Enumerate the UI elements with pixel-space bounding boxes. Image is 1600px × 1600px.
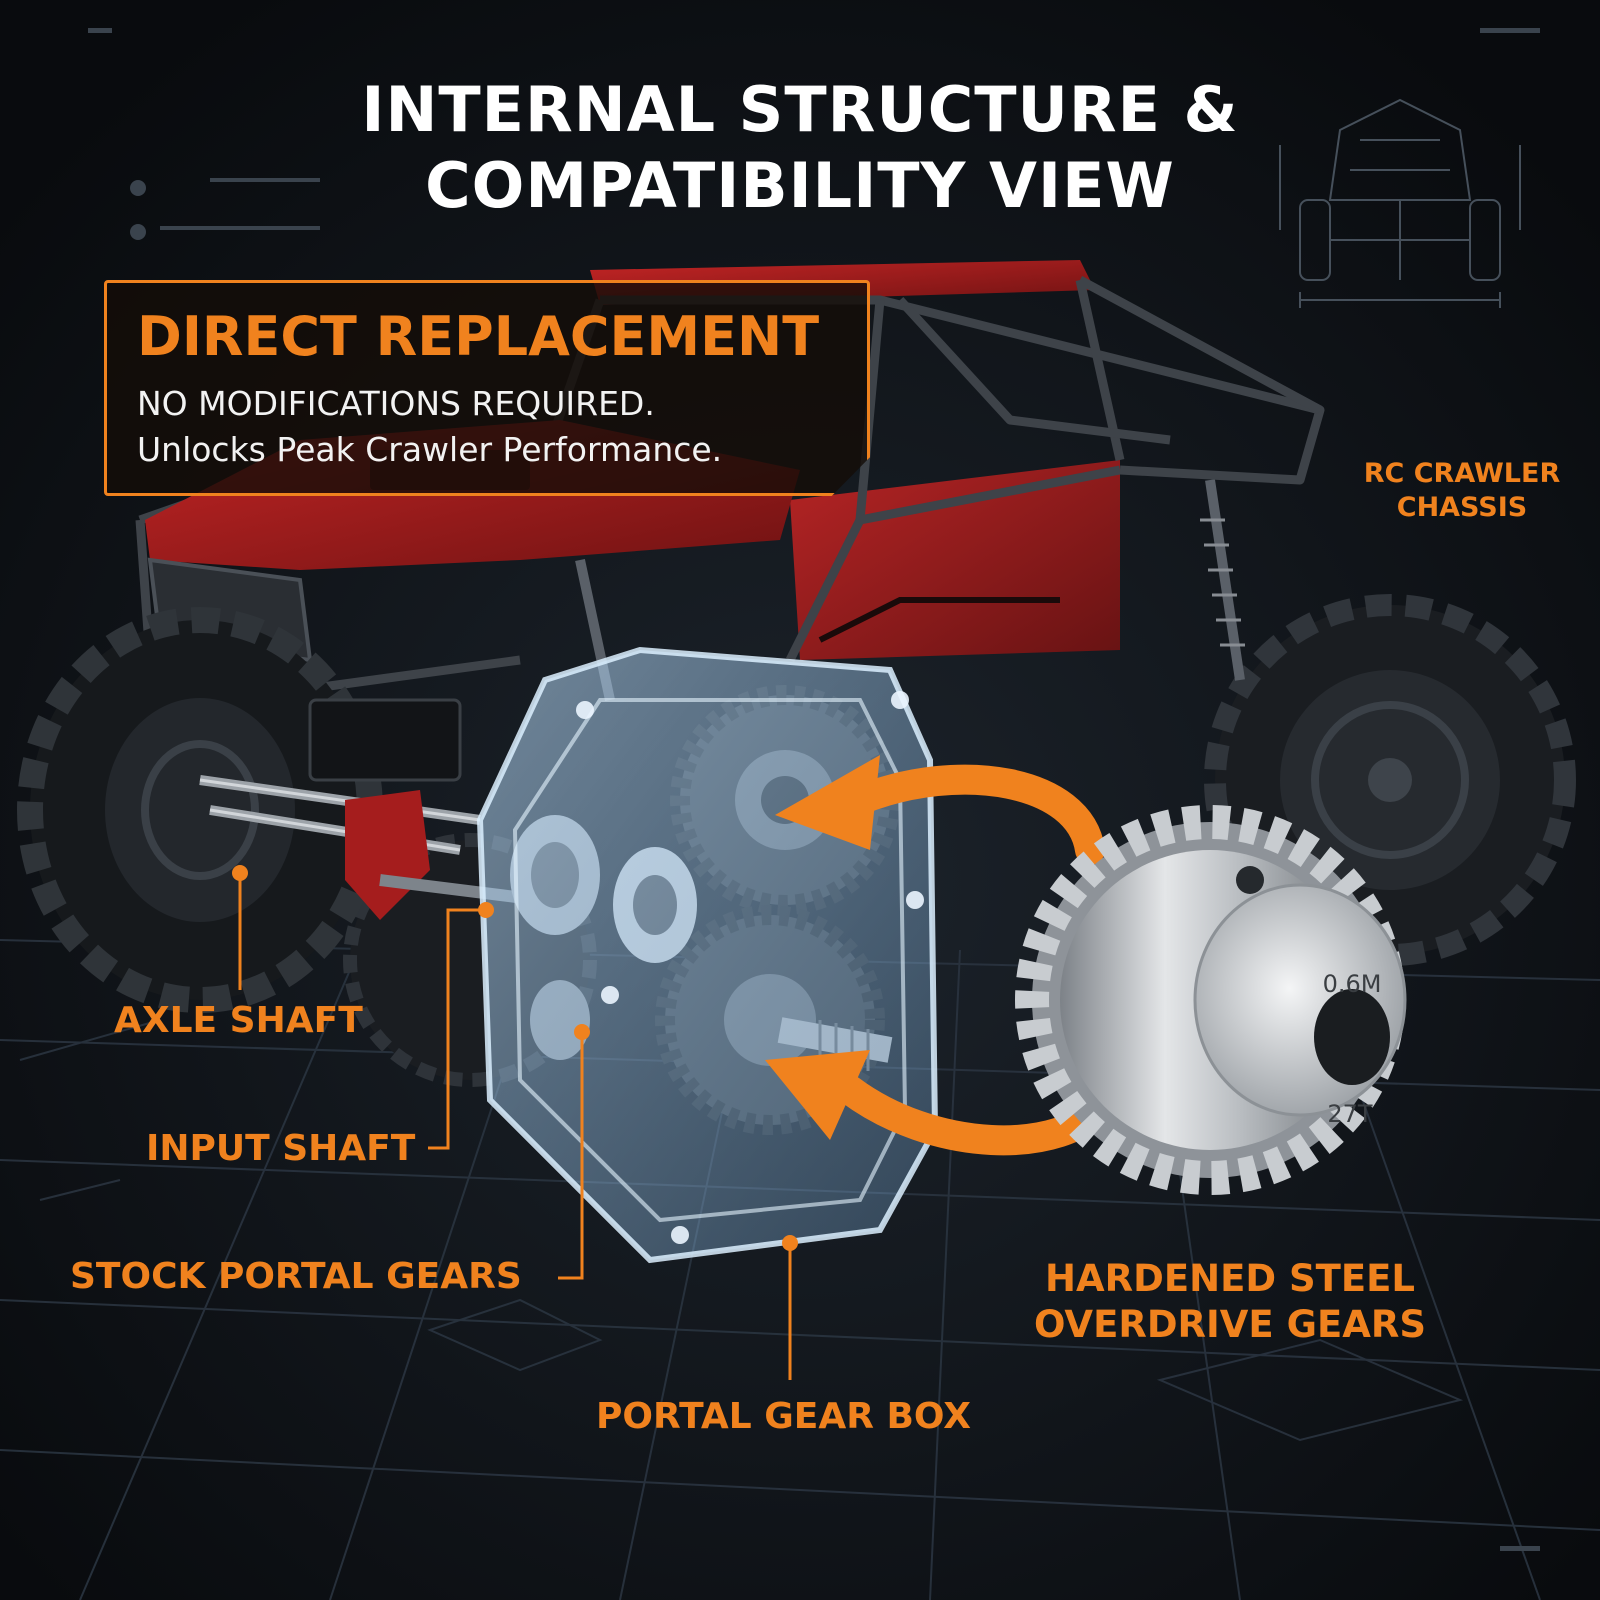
page-title: INTERNAL STRUCTURE & COMPATIBILITY VIEW xyxy=(0,72,1600,224)
callout-line-1: NO MODIFICATIONS REQUIRED. xyxy=(137,384,655,423)
hardened-steel-gear: 0.6M 27T xyxy=(1015,805,1407,1195)
arrow-upper-head xyxy=(775,755,880,850)
callout-line-2: Unlocks Peak Crawler Performance. xyxy=(137,430,723,469)
arrow-lower-head xyxy=(765,1050,870,1140)
front-left-wheel xyxy=(17,607,383,1013)
dot-stock-gears xyxy=(574,1024,590,1040)
direct-replacement-callout: DIRECT REPLACEMENT NO MODIFICATIONS REQU… xyxy=(104,280,870,496)
callout-heading: DIRECT REPLACEMENT xyxy=(137,305,820,368)
title-line-1: INTERNAL STRUCTURE & xyxy=(361,73,1239,146)
label-portal-gear-box: PORTAL GEAR BOX xyxy=(596,1396,971,1437)
dot-input-shaft xyxy=(478,902,494,918)
label-input-shaft: INPUT SHAFT xyxy=(146,1128,416,1169)
rc-line-2: CHASSIS xyxy=(1396,492,1528,523)
blueprint-marks xyxy=(88,28,1540,1551)
dot-gear-box xyxy=(782,1235,798,1251)
leader-stock-gears xyxy=(558,1033,584,1280)
rear-body-panel xyxy=(790,460,1120,660)
hardened-line-1: HARDENED STEEL xyxy=(1045,1257,1415,1300)
label-axle-shaft: AXLE SHAFT xyxy=(114,1000,363,1041)
arrow-upper xyxy=(845,764,1105,865)
hardened-line-2: OVERDRIVE GEARS xyxy=(1033,1303,1427,1346)
rc-line-1: RC CRAWLER xyxy=(1363,458,1561,489)
label-stock-portal-gears: STOCK PORTAL GEARS xyxy=(70,1256,522,1297)
title-line-2: COMPATIBILITY VIEW xyxy=(425,149,1175,222)
label-hardened-steel-gears: HARDENED STEEL OVERDRIVE GEARS xyxy=(1020,1256,1440,1348)
dot-axle-shaft xyxy=(232,865,248,881)
gear-teeth-marking: 27T xyxy=(1327,1100,1373,1128)
label-rc-crawler-chassis: RC CRAWLER CHASSIS xyxy=(1362,457,1562,525)
steering-servo xyxy=(308,698,462,782)
leader-lines xyxy=(238,874,792,1380)
gear-module-marking: 0.6M xyxy=(1323,970,1382,998)
leader-input-shaft xyxy=(428,908,485,1150)
blueprint-vehicle-icon xyxy=(1279,98,1521,308)
